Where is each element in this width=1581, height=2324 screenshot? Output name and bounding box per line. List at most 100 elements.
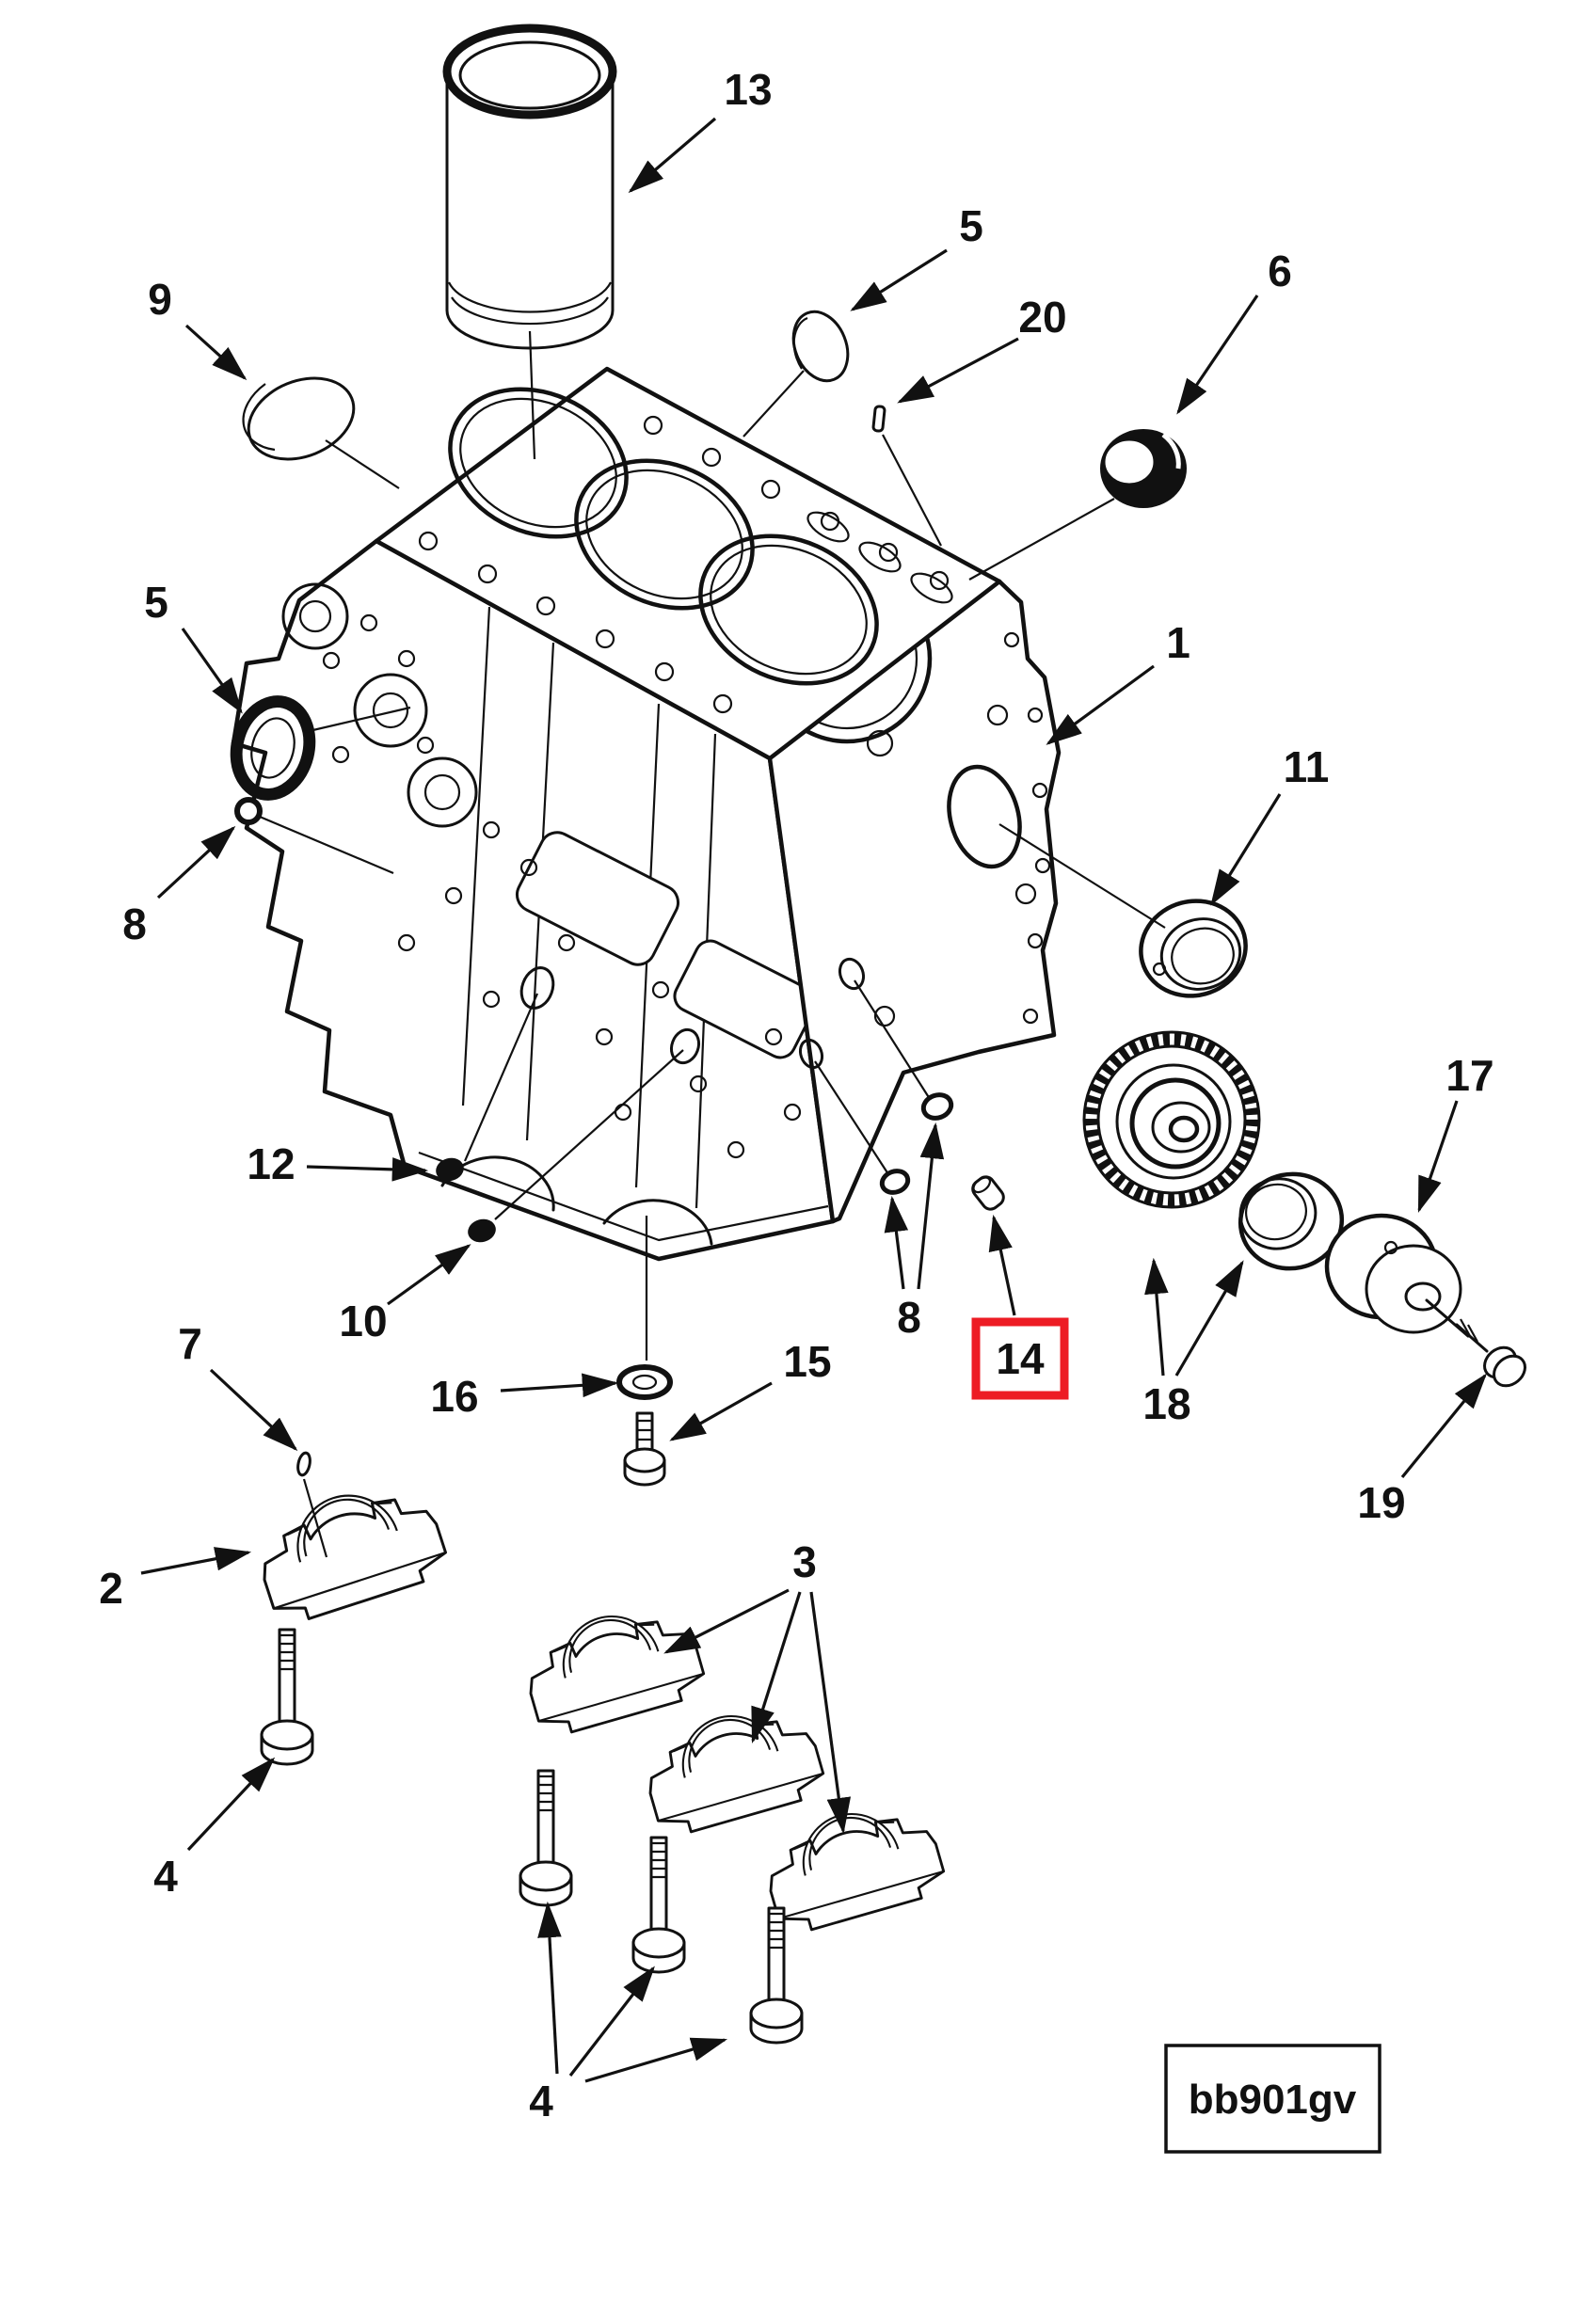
callout-10-label: 10 xyxy=(339,1297,387,1345)
accessory-drive xyxy=(1324,1213,1470,1338)
drain-bolt xyxy=(623,1411,666,1487)
callout-10-arrow xyxy=(387,1244,471,1306)
callout-20-label: 20 xyxy=(1018,293,1066,342)
callout-20-arrow xyxy=(897,337,1019,404)
cup-plug-top xyxy=(791,310,850,383)
callout-4-arrow xyxy=(568,1966,655,2077)
callout-12-arrow xyxy=(306,1157,429,1182)
callout-19-label: 19 xyxy=(1357,1478,1405,1527)
figure-code-box: bb901gv xyxy=(1164,2044,1381,2154)
cam-bore-opening xyxy=(947,764,1022,869)
block-top-deck xyxy=(374,366,1002,761)
callout-5-arrow xyxy=(181,628,243,714)
callout-17-label: 17 xyxy=(1445,1051,1493,1100)
cup-plug-large xyxy=(242,376,356,461)
callout-5-label: 5 xyxy=(959,201,983,250)
callout-4-label: 4 xyxy=(153,1852,178,1901)
o-ring-left xyxy=(234,797,263,825)
callout-4-arrow xyxy=(584,2037,728,2083)
callout-5-leader-line xyxy=(304,706,411,734)
callout-2-label: 2 xyxy=(99,1564,123,1613)
callout-16-arrow xyxy=(500,1373,619,1398)
callout-8-arrow xyxy=(156,825,236,899)
callout-9-leader-line xyxy=(325,439,400,489)
callout-3-arrow xyxy=(809,1591,852,1835)
callout-4-arrow xyxy=(537,1901,562,2075)
callout-9-label: 9 xyxy=(148,275,172,324)
callout-8-leader-line xyxy=(814,1060,889,1175)
callout-6-leader-line xyxy=(968,498,1115,581)
callout-8-arrow xyxy=(884,1195,909,1290)
callout-8-arrow xyxy=(917,1122,945,1290)
callout-12-label: 12 xyxy=(247,1139,295,1188)
front-face-bolt-holes xyxy=(322,613,802,1159)
pipe-plug-upper xyxy=(436,1157,464,1182)
callout-9-arrow xyxy=(184,324,248,381)
callout-18-label: 18 xyxy=(1142,1379,1190,1428)
callout-16-label: 16 xyxy=(430,1372,478,1421)
callout-10-leader-line xyxy=(494,1049,684,1220)
drive-bolt xyxy=(1455,1318,1526,1388)
callout-17-arrow xyxy=(1417,1100,1459,1214)
idler-gear xyxy=(1082,1030,1261,1209)
cap-dowel-pin xyxy=(296,1451,311,1477)
main-bearing-cap-set xyxy=(514,1593,950,1939)
callout-8-leader-line xyxy=(259,815,394,875)
callout-3-arrow xyxy=(751,1591,802,1744)
callout-13-label: 13 xyxy=(724,65,772,114)
deck-oval-slots xyxy=(806,511,953,604)
callout-15-arrow xyxy=(669,1381,773,1441)
callout-19-arrow xyxy=(1400,1373,1488,1479)
dowel-pin-small xyxy=(871,405,886,433)
callout-18-arrow xyxy=(1174,1260,1244,1377)
callout-5-arrow xyxy=(850,248,948,311)
o-ring-pair xyxy=(879,1092,954,1195)
callout-15-label: 15 xyxy=(783,1337,831,1386)
callout-1-label: 1 xyxy=(1166,618,1190,667)
deck-bolt-holes xyxy=(418,415,950,714)
callout-18-arrow xyxy=(1144,1257,1169,1377)
callout-7-label: 7 xyxy=(178,1319,202,1368)
callout-11-leader-line xyxy=(998,823,1166,929)
callout-20-leader-line xyxy=(882,434,942,547)
main-bearing-cap-front xyxy=(245,1469,454,1630)
cap-bolt-front xyxy=(260,1628,314,1766)
callout-7-arrow xyxy=(209,1368,298,1452)
callout-2-arrow xyxy=(140,1547,252,1575)
callout-8-label: 8 xyxy=(897,1293,921,1342)
callout-8-leader-line xyxy=(854,979,931,1100)
gear-bushing xyxy=(1238,1171,1345,1271)
callout-6-arrow xyxy=(1176,294,1259,415)
callout-3-arrow xyxy=(663,1588,790,1654)
callout-12-leader-line xyxy=(463,993,539,1162)
callout-13-leader-line xyxy=(528,330,536,460)
cylinder-liner xyxy=(442,24,617,350)
expansion-plug xyxy=(1100,429,1187,508)
callout-4-label: 4 xyxy=(529,2077,553,2125)
callout-11-arrow xyxy=(1210,793,1282,906)
roll-pin xyxy=(971,1175,1005,1211)
callout-8-label: 8 xyxy=(122,899,147,948)
engine-block xyxy=(231,366,1062,1262)
figure-code-label: bb901gv xyxy=(1189,2077,1357,2123)
callout-6-label: 6 xyxy=(1268,247,1292,295)
callout-3-label: 3 xyxy=(792,1537,817,1586)
highlight-box-14 xyxy=(971,1317,1069,1400)
pipe-plug-lower xyxy=(468,1218,496,1243)
callout-13-arrow xyxy=(628,117,717,194)
seal-ring-left xyxy=(230,695,316,801)
cam-bushing xyxy=(1139,899,1248,998)
callout-11-label: 11 xyxy=(1284,742,1330,791)
sealing-washer xyxy=(616,1364,673,1400)
callout-14-label: 14 xyxy=(996,1334,1045,1383)
callout-5-label: 5 xyxy=(144,578,168,627)
callout-7-leader-line xyxy=(302,1478,328,1558)
callout-14-arrow xyxy=(988,1214,1016,1316)
callout-1-arrow xyxy=(1046,664,1155,745)
block-front-face xyxy=(231,538,836,1262)
cylinder-bores xyxy=(448,387,879,686)
callout-5-leader-line xyxy=(743,370,805,438)
